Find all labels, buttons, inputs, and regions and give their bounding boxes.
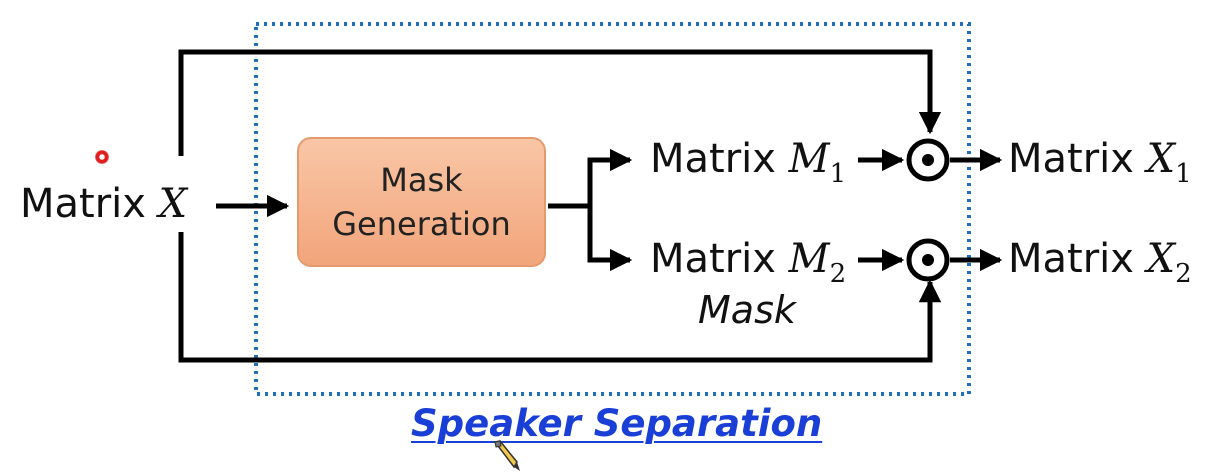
mask-matrix-2-word: Matrix (650, 236, 776, 282)
split-arrow-top (587, 148, 633, 206)
element-wise-product-icon (906, 138, 950, 182)
separation-frame (254, 22, 971, 396)
mask-generation-line2: Generation (332, 205, 511, 243)
result-matrix-2-symbol: X (1146, 236, 1176, 282)
input-matrix-label: Matrix X (20, 180, 187, 228)
result-matrix-1-word: Matrix (1008, 136, 1134, 182)
mask-matrix-2-symbol: M (788, 236, 830, 282)
input-matrix-word: Matrix (20, 181, 146, 227)
mask-matrix-1-symbol: M (788, 136, 830, 182)
speaker-separation-caption: Speaker Separation (411, 402, 823, 445)
mask-matrix-2-subscript: 2 (829, 259, 847, 289)
result-matrix-2-label: Matrix X2 (1008, 235, 1192, 298)
mask-matrix-1-subscript: 1 (829, 159, 847, 189)
mask-generation-block: Mask Generation (297, 137, 546, 267)
pen-cursor-icon (493, 440, 520, 471)
result-matrix-1-subscript: 1 (1175, 159, 1192, 189)
laser-pointer-icon (95, 150, 109, 164)
mask-matrix-1-label: Matrix M1 (650, 135, 846, 198)
split-arrow-bottom (587, 206, 633, 272)
skip-connection-bottom (178, 232, 942, 363)
mask-matrix-1-word: Matrix (650, 136, 776, 182)
element-wise-product-icon (906, 238, 950, 282)
mask-annotation: Mask (698, 288, 796, 332)
result-matrix-1-label: Matrix X1 (1008, 135, 1192, 198)
result-matrix-2-word: Matrix (1008, 236, 1134, 282)
skip-connection-top (178, 49, 942, 156)
input-matrix-symbol: X (158, 181, 188, 227)
mask-generation-line1: Mask (380, 161, 463, 199)
mask-matrix-2-label: Matrix M2 (650, 235, 846, 298)
result-matrix-1-symbol: X (1146, 136, 1176, 182)
result-matrix-2-subscript: 2 (1175, 259, 1192, 289)
